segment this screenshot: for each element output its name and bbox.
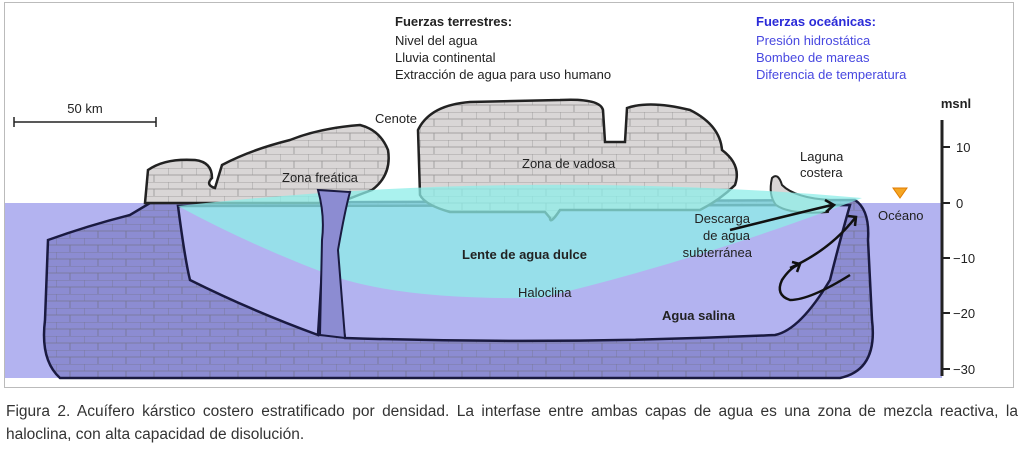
label-descarga: Descarga	[694, 211, 750, 226]
label-costera: costera	[800, 165, 843, 180]
terrestrial-title: Fuerzas terrestres:	[395, 14, 512, 29]
axis-tick: −10	[953, 251, 975, 266]
label-agua-salina: Agua salina	[662, 308, 736, 323]
label-descarga: subterránea	[683, 245, 753, 260]
oceanic-item: Bombeo de mareas	[756, 50, 870, 65]
terrestrial-item: Nivel del agua	[395, 33, 478, 48]
freshwater-lens	[178, 184, 862, 299]
label-lente: Lente de agua dulce	[462, 247, 587, 262]
terrestrial-item: Extracción de agua para uso humano	[395, 67, 611, 82]
oceanic-item: Diferencia de temperatura	[756, 67, 907, 82]
scale-bar-label: 50 km	[67, 101, 102, 116]
oceanic-item: Presión hidrostática	[756, 33, 871, 48]
sea-level-marker-icon	[892, 187, 908, 199]
axis-tick: 0	[956, 196, 963, 211]
rock-column	[316, 188, 352, 340]
label-zona-vadosa: Zona de vadosa	[522, 156, 616, 171]
axis-tick: 10	[956, 140, 970, 155]
axis-title: msnl	[941, 96, 971, 111]
flow-arrows	[729, 198, 858, 302]
scale-bar	[13, 117, 157, 127]
label-oceano: Océano	[878, 208, 924, 223]
depth-axis	[940, 120, 950, 376]
label-cenote: Cenote	[375, 111, 417, 126]
axis-tick: −30	[953, 362, 975, 377]
oceanic-title: Fuerzas oceánicas:	[756, 14, 876, 29]
terrestrial-item: Lluvia continental	[395, 50, 496, 65]
figure-caption: Figura 2. Acuífero kárstico costero estr…	[6, 403, 1018, 443]
label-laguna: Laguna	[800, 149, 844, 164]
label-zona-freatica: Zona freática	[282, 170, 359, 185]
aquifer-diagram: 50 km msnl 10 0 −10 −20 −30 Fuerzas terr…	[5, 14, 975, 380]
diagram-frame	[4, 2, 1014, 388]
axis-tick: −20	[953, 306, 975, 321]
label-descarga: de agua	[703, 228, 751, 243]
label-haloclina: Haloclina	[518, 285, 572, 300]
